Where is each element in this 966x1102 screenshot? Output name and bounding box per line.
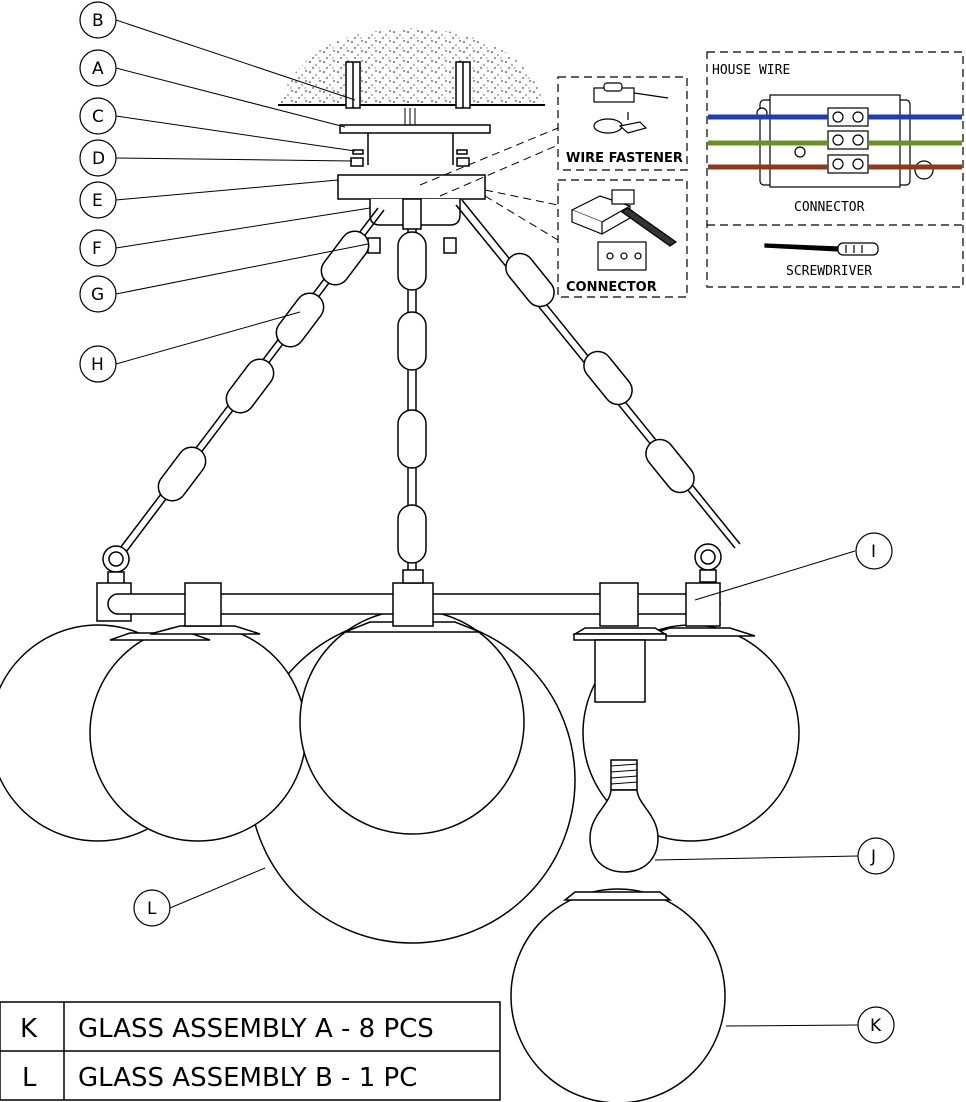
chandelier-arm [96, 569, 721, 627]
mounting-plate [339, 108, 491, 167]
callout-f-letter: F [92, 239, 102, 259]
wire-fastener-label: WIRE FASTENER [566, 151, 683, 166]
ceiling-anchors [345, 61, 471, 109]
callout-letters: B A C D E F G H I J K L [91, 11, 882, 1036]
eye-ring-left [102, 545, 130, 585]
callout-i [855, 532, 893, 570]
connector-label: CONNECTOR [566, 280, 657, 295]
callout-e-letter: E [92, 191, 103, 211]
callout-a [79, 49, 117, 87]
callout-c-letter: C [92, 107, 104, 127]
callout-g-letter: G [91, 285, 104, 305]
callout-b [79, 1, 117, 39]
wire-fastener-inset: WIRE FASTENER [557, 76, 688, 171]
house-wire-label: HOUSE WIRE [712, 63, 790, 78]
nut-right [443, 237, 457, 254]
glass-assembly-a [510, 888, 726, 1102]
callout-d-letter: D [92, 149, 105, 169]
socket [572, 627, 668, 703]
house-wire-inset: HOUSE WIRE CONNECTOR [706, 51, 964, 288]
wires [708, 114, 962, 170]
callout-h [79, 345, 117, 383]
house-connector-label: CONNECTOR [794, 200, 865, 215]
callout-f [79, 229, 117, 267]
canopy [337, 174, 486, 200]
light-bulb [589, 759, 659, 873]
globes [0, 609, 800, 944]
table-row-l-letter: L [22, 1063, 37, 1093]
nut-left [367, 237, 381, 254]
parts-table: K GLASS ASSEMBLY A - 8 PCS L GLASS ASSEM… [0, 1001, 501, 1101]
table-row-k-letter: K [20, 1014, 38, 1044]
callout-g [79, 275, 117, 313]
chain-links [157, 230, 695, 564]
callout-j [857, 837, 895, 875]
callout-k [857, 1006, 895, 1044]
table-row-l-desc: GLASS ASSEMBLY B - 1 PC [78, 1063, 417, 1093]
callout-h-letter: H [91, 355, 104, 375]
eye-ring-right [694, 543, 722, 583]
globe-center [299, 609, 525, 835]
callout-c [79, 97, 117, 135]
screwdriver-icon [764, 242, 879, 256]
callout-j-letter: J [870, 847, 876, 867]
table-row-k-desc: GLASS ASSEMBLY A - 8 PCS [78, 1014, 434, 1044]
ceiling [278, 28, 545, 106]
globe-left [89, 624, 307, 842]
callout-a-letter: A [92, 59, 104, 79]
callout-l [133, 889, 171, 927]
callout-d [79, 139, 117, 177]
callouts [79, 1, 895, 1044]
callout-e [79, 181, 117, 219]
callout-leaders [115, 19, 859, 1027]
connector-inset: CONNECTOR [557, 179, 688, 298]
globe-caps [109, 621, 756, 641]
screwdriver-label: SCREWDRIVER [786, 264, 872, 279]
callout-k-letter: K [870, 1016, 882, 1036]
canopy-hook [369, 198, 461, 230]
inset-leaders [419, 127, 559, 241]
callout-l-letter: L [147, 899, 157, 919]
callout-i-letter: I [871, 542, 876, 562]
callout-b-letter: B [92, 11, 104, 31]
